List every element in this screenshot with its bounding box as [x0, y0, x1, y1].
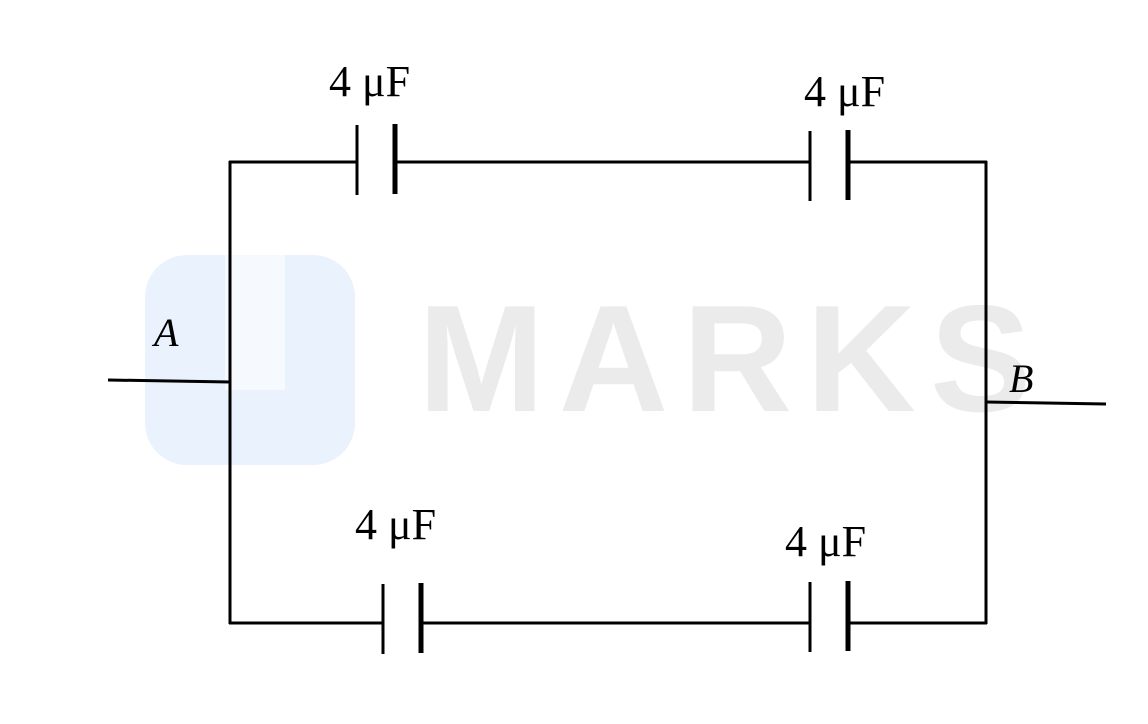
capacitor-c3-icon [381, 583, 424, 654]
watermark-logo-icon [145, 255, 355, 465]
terminal-a-lead [107, 378, 231, 384]
capacitor-c2-icon [808, 130, 851, 201]
capacitor-c3-label: 4 μF [355, 500, 437, 549]
terminal-b-label: B [1009, 356, 1034, 401]
terminal-b-lead [985, 400, 1107, 406]
capacitor-c2-label: 4 μF [804, 67, 886, 116]
watermark-text: MARKS [418, 274, 1046, 444]
capacitor-c1-icon [355, 124, 398, 195]
capacitor-c4-label: 4 μF [785, 517, 867, 566]
capacitor-c4-icon [808, 581, 851, 652]
terminal-a-label: A [154, 310, 179, 355]
watermark-logo-bookmark [225, 255, 285, 390]
capacitor-c1-label: 4 μF [329, 57, 411, 106]
